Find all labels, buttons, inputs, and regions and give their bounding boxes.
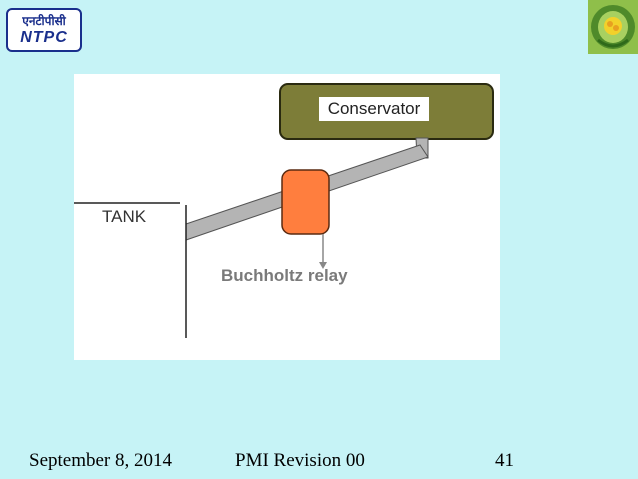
logo-ntpc-text: NTPC [20,29,68,46]
footer-revision: PMI Revision 00 [235,450,365,471]
ntpc-logo: एनटीपीसी NTPC [6,8,82,52]
page-number: 41 [495,450,514,471]
conservator-label: Conservator [319,97,429,121]
flower-emblem-icon [588,0,638,54]
relay-pointer-arrowhead [319,262,327,269]
tank-label: TANK [102,207,147,226]
footer-date: September 8, 2014 [29,450,173,471]
buchholz-relay-body [281,169,330,235]
buchholz-relay-label: Buchholtz relay [221,266,348,285]
logo-hindi-text: एनटीपीसी [22,14,66,28]
